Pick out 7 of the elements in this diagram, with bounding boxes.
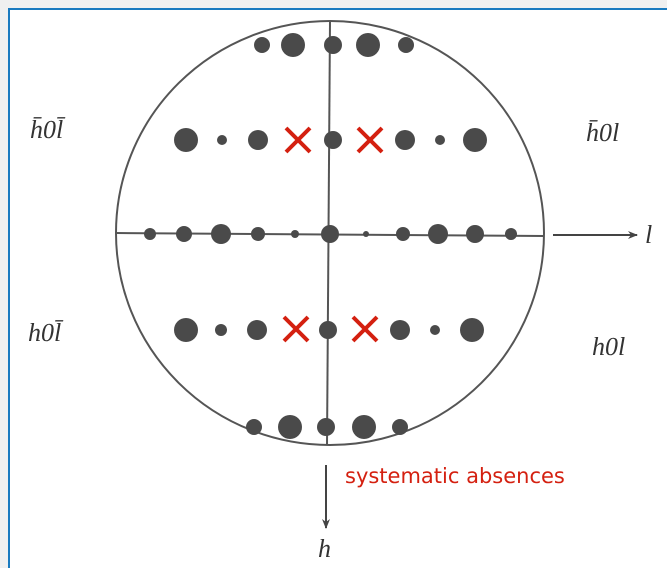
quadrant-label: h̄0l̄ (30, 117, 64, 143)
quadrant-label: h̄0l (586, 120, 620, 146)
quadrant-label: h0l (592, 334, 626, 360)
axis-label: l (645, 222, 652, 248)
quadrant-label: h0l̄ (28, 320, 62, 346)
annotation-text: systematic absences (345, 466, 565, 487)
axis-label: h (318, 536, 331, 562)
